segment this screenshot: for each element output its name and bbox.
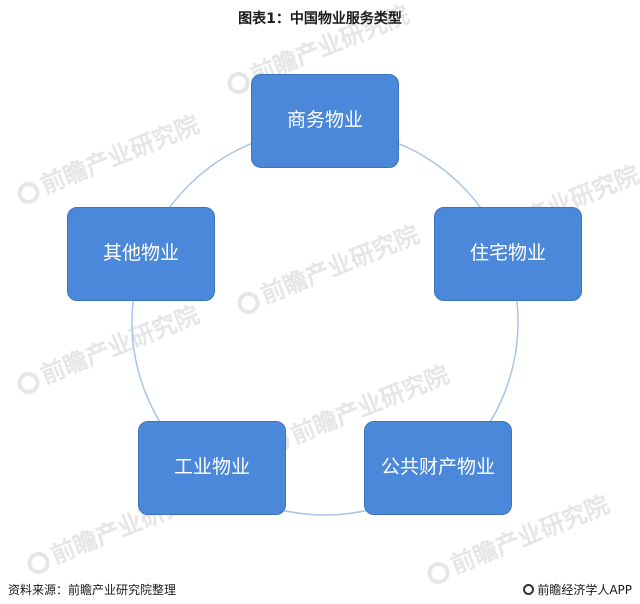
node-label: 住宅物业	[469, 242, 546, 265]
node-other-property: 其他物业	[67, 207, 215, 301]
node-label: 商务物业	[286, 109, 363, 132]
node-residential-property: 住宅物业	[434, 207, 582, 301]
node-industrial-property: 工业物业	[138, 421, 286, 515]
source-note: 资料来源：前瞻产业研究院整理	[8, 583, 177, 597]
brand-credit: 前瞻经济学人APP	[523, 581, 632, 598]
node-label: 公共财产物业	[380, 456, 495, 479]
node-public-property: 公共财产物业	[364, 421, 512, 515]
node-commercial-property: 商务物业	[251, 74, 399, 168]
brand-logo-icon	[523, 584, 535, 595]
brand-label: 前瞻经济学人APP	[537, 583, 632, 597]
node-label: 工业物业	[173, 456, 250, 479]
node-label: 其他物业	[102, 242, 179, 265]
page-title: 图表1：中国物业服务类型	[238, 11, 402, 27]
